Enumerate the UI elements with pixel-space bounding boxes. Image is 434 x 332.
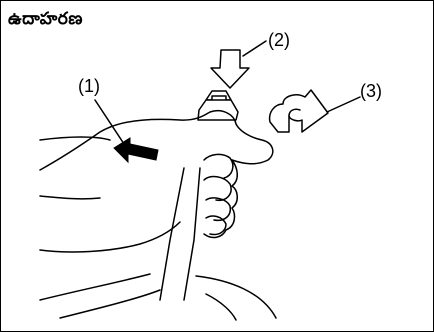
hand-outline	[40, 111, 273, 170]
leader-line-2	[243, 41, 266, 56]
leader-line-3	[327, 97, 360, 112]
rotate-arrow-icon	[270, 90, 328, 132]
push-left-arrow-icon	[114, 138, 158, 162]
